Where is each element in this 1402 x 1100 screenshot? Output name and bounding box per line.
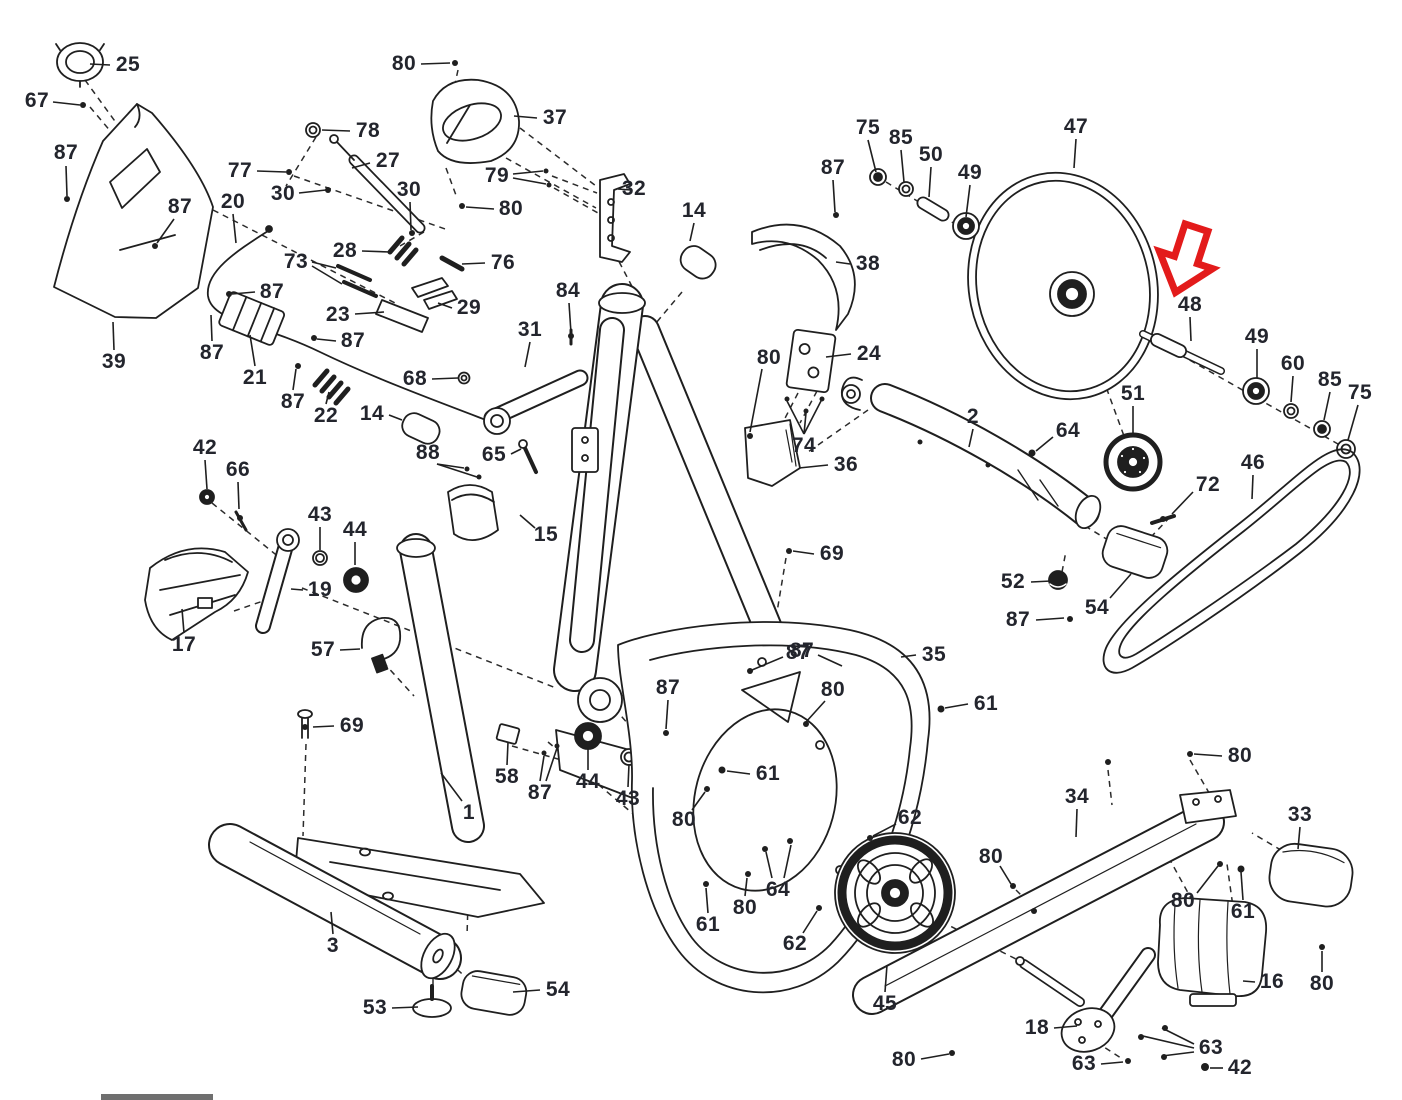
bearing-44-left [343, 567, 369, 593]
end-cap-54-right [1101, 525, 1169, 579]
pin-76 [439, 255, 465, 272]
label-leader-lines [52, 62, 1359, 1069]
handlebar-clamp-ring [55, 42, 105, 88]
drive-unit-16 [1157, 897, 1268, 1007]
washer-42-left [199, 489, 215, 505]
idler-arm-31 [483, 378, 580, 435]
bracket-32 [599, 173, 631, 263]
wedge-36 [744, 419, 801, 487]
bolt-65 [518, 439, 538, 474]
spacer-50 [923, 203, 943, 215]
nut-78 [305, 122, 321, 138]
highlight-arrow-icon [1153, 219, 1221, 298]
seat-slider-arm [840, 376, 1102, 529]
drive-belt [1102, 448, 1361, 674]
front-stabilizer [230, 842, 462, 984]
nut-75-left [869, 168, 887, 186]
roller-block [218, 291, 286, 346]
spring-28 [387, 235, 419, 267]
page-artifact-bar [101, 1094, 213, 1100]
flywheel-axle [1143, 334, 1221, 371]
bearing-49-right [1242, 377, 1270, 405]
nut-60 [1283, 403, 1299, 419]
bolts-73 [336, 264, 378, 298]
flywheel [967, 171, 1159, 401]
screw-69-left [297, 709, 313, 739]
roller-51 [1103, 432, 1163, 492]
grip-14-top [679, 245, 717, 280]
drive-pulley [834, 832, 956, 954]
screw-66 [234, 510, 248, 532]
bearing-44-right [574, 722, 602, 750]
fender-38 [751, 223, 856, 331]
cable-clamp [375, 277, 458, 333]
grip-14-left [401, 412, 441, 445]
cap-nut-52 [1048, 570, 1068, 590]
fastener-dots [64, 60, 1325, 1071]
resistance-damper [329, 134, 420, 228]
crank-arm-18 [1015, 955, 1148, 1053]
handlebar-cover [430, 78, 520, 164]
rear-stabilizer [872, 789, 1237, 995]
mast-shield [53, 103, 214, 319]
end-cap-33 [1268, 842, 1354, 908]
pedal-17 [144, 547, 249, 641]
o-ring-43-left [312, 550, 328, 566]
nut-68 [457, 371, 471, 385]
wire-57 [360, 617, 402, 674]
nut-85-right [1313, 420, 1331, 438]
clamp-58 [495, 723, 521, 745]
crank-arm-19 [263, 528, 300, 626]
end-cap-54-front [460, 970, 528, 1016]
bottle-cage [447, 484, 499, 541]
bearing-49-left [952, 212, 980, 240]
nut-85-left [898, 181, 914, 197]
sensor-bracket-24 [785, 328, 837, 394]
spring-22 [312, 368, 351, 406]
leveling-foot [412, 984, 452, 1018]
